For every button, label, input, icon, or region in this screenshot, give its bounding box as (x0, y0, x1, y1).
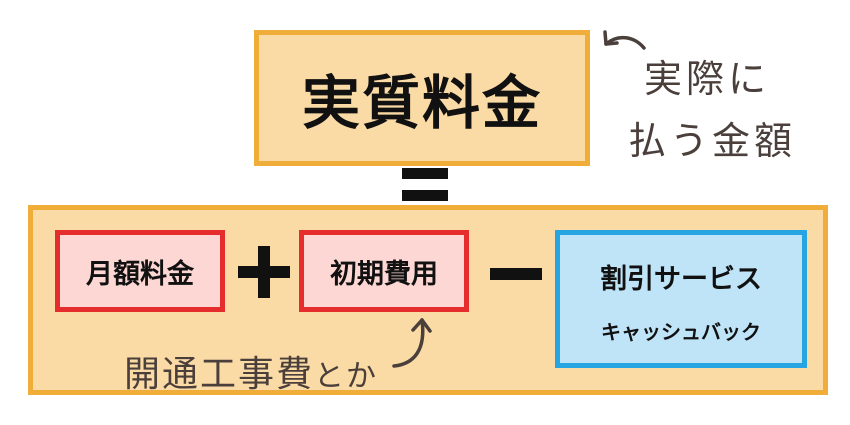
actual-payment-note-line2: 払う金額 (628, 119, 797, 163)
monthly-fee-box: 月額料金 (55, 230, 225, 312)
initial-cost-label: 初期費用 (330, 258, 438, 290)
curved-arrow-up-icon (392, 318, 432, 368)
actual-payment-note-line1: 実際に (644, 57, 771, 101)
initial-cost-box: 初期費用 (299, 230, 469, 312)
curved-arrow-icon (603, 30, 646, 50)
discount-service-label: 割引サービス (600, 264, 762, 295)
plus-sign (238, 246, 290, 298)
equals-bar-top (402, 168, 448, 179)
effective-price-label: 実質料金 (301, 69, 542, 137)
installation-fee-note-main: 開通工事費 (124, 354, 315, 395)
installation-fee-note-tail: とか (314, 359, 379, 394)
monthly-fee-label: 月額料金 (86, 258, 194, 290)
equals-sign (402, 160, 448, 210)
minus-sign (490, 268, 542, 280)
installation-fee-note: 開通工事費とか (124, 345, 378, 397)
plus-bar-vertical (258, 246, 270, 298)
effective-price-box: 実質料金 (254, 30, 590, 166)
discount-box: 割引サービス キャッシュバック (555, 230, 807, 368)
equals-bar-bottom (402, 190, 448, 201)
cashback-label: キャッシュバック (601, 320, 761, 344)
